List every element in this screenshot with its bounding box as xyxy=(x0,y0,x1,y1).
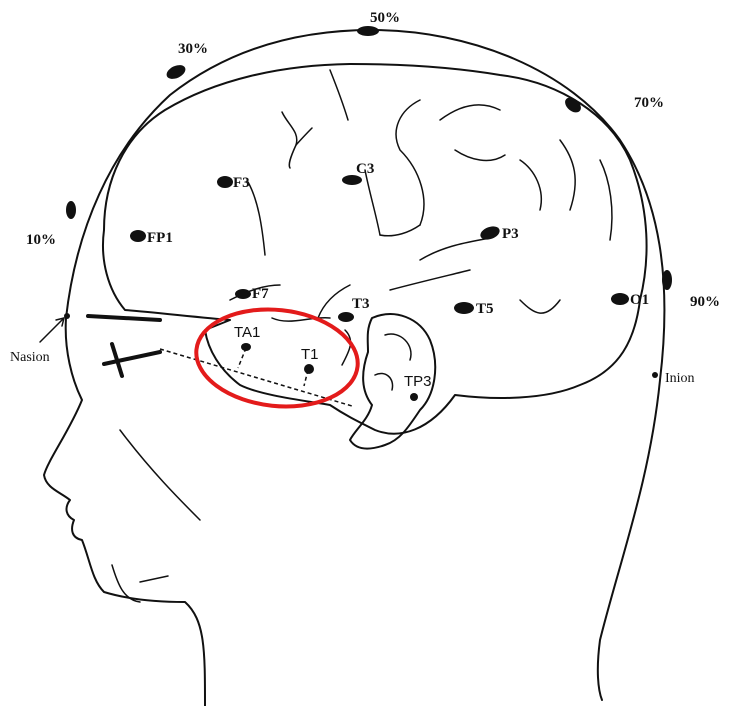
label-10-percent: 10% xyxy=(26,232,56,248)
brain-fold xyxy=(560,140,575,210)
brain-fold xyxy=(520,160,541,210)
marker-30-percent xyxy=(164,62,187,81)
brain-fold xyxy=(282,112,297,168)
nasion-point xyxy=(64,313,70,319)
neck-line xyxy=(120,430,200,520)
brain-fold xyxy=(455,150,505,160)
label-fp1: FP1 xyxy=(147,230,173,246)
electrode-fp1 xyxy=(130,230,146,242)
electrode-tp3 xyxy=(410,393,418,401)
label-30-percent: 30% xyxy=(178,41,208,57)
label-f7: F7 xyxy=(252,286,269,302)
marker-10-percent xyxy=(66,201,76,219)
marker-50-percent xyxy=(357,26,379,36)
label-t5: T5 xyxy=(476,301,494,317)
electrode-t1 xyxy=(304,364,314,374)
label-90-percent: 90% xyxy=(690,294,720,310)
electrode-f7 xyxy=(235,289,251,299)
label-o1: O1 xyxy=(630,292,649,308)
brain-fold xyxy=(600,160,612,240)
brain-fold xyxy=(330,70,348,120)
label-50-percent: 50% xyxy=(370,10,400,26)
label-p3: P3 xyxy=(502,226,519,242)
brain-fold xyxy=(296,128,312,145)
brow-mark xyxy=(88,316,160,320)
brain-fold xyxy=(365,170,380,235)
electrode-f3 xyxy=(217,176,233,188)
label-tp3: TP3 xyxy=(404,373,432,390)
mouth-line xyxy=(140,576,168,582)
label-inion: Inion xyxy=(665,371,695,386)
electrode-t5 xyxy=(454,302,474,314)
marker-90-percent xyxy=(662,270,672,290)
brain-fold xyxy=(390,270,470,290)
face-profile xyxy=(44,318,205,706)
ear-inner-fold xyxy=(385,334,411,360)
brain-outline xyxy=(103,64,647,434)
electrode-ta1 xyxy=(241,343,251,351)
label-t1: T1 xyxy=(301,346,319,363)
eye-mark xyxy=(104,352,160,364)
nasion-arrow xyxy=(40,318,64,342)
ta1-leader xyxy=(238,348,246,368)
ear-inner-fold xyxy=(375,373,393,390)
brain-fold xyxy=(396,100,424,225)
label-ta1: TA1 xyxy=(234,324,260,341)
label-nasion: Nasion xyxy=(10,350,50,365)
reference-dashed-line xyxy=(160,349,352,406)
label-70-percent: 70% xyxy=(634,95,664,111)
brain-fold xyxy=(440,105,500,120)
inion-point xyxy=(652,372,658,378)
electrode-o1 xyxy=(611,293,629,305)
brain-fold xyxy=(420,238,490,260)
label-c3: C3 xyxy=(356,161,374,177)
label-f3: F3 xyxy=(233,175,250,191)
brain-fold xyxy=(520,300,560,313)
brain-fold xyxy=(248,182,265,255)
label-t3: T3 xyxy=(352,296,370,312)
electrode-t3 xyxy=(338,312,354,322)
brain-fold xyxy=(380,225,420,236)
